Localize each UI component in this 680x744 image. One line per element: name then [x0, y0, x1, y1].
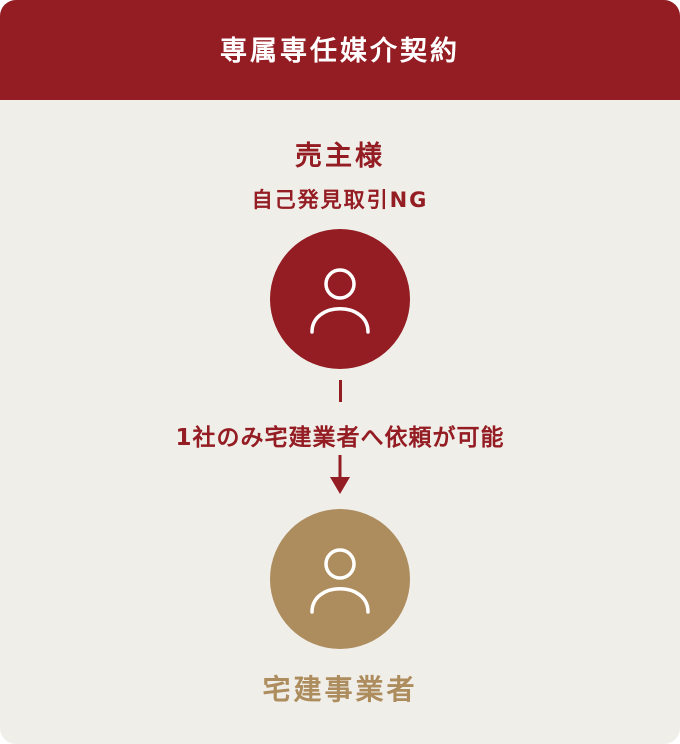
seller-avatar: [270, 229, 410, 369]
agent-label: 宅建事業者: [262, 673, 418, 706]
header-banner: 専属専任媒介契約: [0, 0, 680, 100]
flow-label: 1社のみ宅建業者へ依頼が可能: [175, 425, 505, 451]
header-title: 専属専任媒介契約: [220, 35, 460, 67]
person-icon: [308, 543, 372, 615]
agent-avatar: [270, 509, 410, 649]
seller-note: 自己発見取引NG: [251, 188, 429, 212]
person-icon: [308, 263, 372, 335]
arrow-down-icon: [329, 455, 351, 495]
seller-title: 売主様: [295, 141, 385, 172]
connector-line: [339, 380, 342, 402]
